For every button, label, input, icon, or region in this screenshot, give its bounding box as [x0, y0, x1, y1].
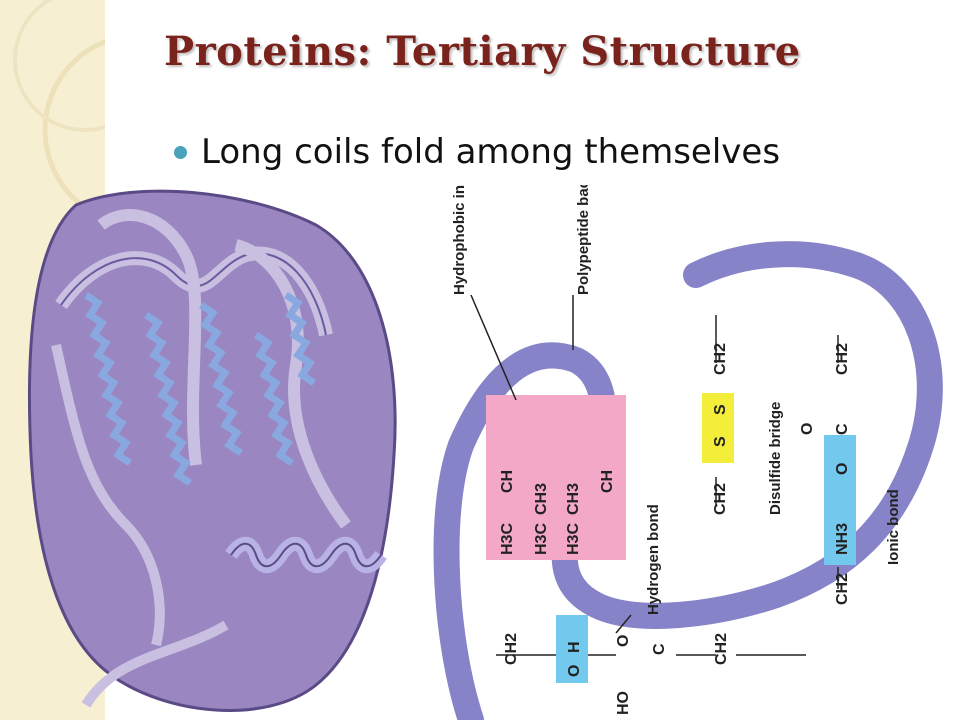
svg-text:S: S	[712, 436, 729, 447]
svg-text:CH3: CH3	[565, 483, 582, 515]
svg-text:CH2: CH2	[712, 483, 729, 515]
svg-text:H3C: H3C	[533, 523, 550, 555]
tertiary-structure-figure: CH CH3 CH3 CH H3C H3C H3C CH2 S S CH2 CH…	[16, 113, 960, 724]
svg-text:H: H	[566, 641, 583, 653]
svg-text:CH2: CH2	[713, 633, 730, 665]
svg-text:CH2: CH2	[503, 633, 520, 665]
hydrogen-bond-box: CH2 O H O C HO CH2	[503, 615, 730, 715]
svg-text:CH2: CH2	[834, 573, 851, 605]
svg-text:S: S	[712, 404, 729, 415]
svg-text:Hydrophobic interactions: Hydrophobic interactions	[451, 185, 468, 295]
svg-text:Hydrogen bond: Hydrogen bond	[645, 504, 662, 615]
svg-text:O: O	[615, 635, 632, 647]
svg-text:O: O	[834, 463, 851, 475]
svg-text:CH3: CH3	[533, 483, 550, 515]
svg-text:O: O	[566, 665, 583, 677]
hydrophobic-interaction-box: CH CH3 CH3 CH H3C H3C H3C	[486, 395, 626, 560]
svg-text:H3C: H3C	[565, 523, 582, 555]
callout-disulfide: Disulfide bridge	[767, 402, 784, 515]
svg-text:CH: CH	[499, 470, 516, 493]
svg-text:CH: CH	[599, 470, 616, 493]
svg-text:CH2: CH2	[712, 343, 729, 375]
bullet-dot-icon	[174, 145, 187, 159]
svg-text:O: O	[799, 423, 816, 435]
disulfide-bridge-box: CH2 S S CH2	[702, 343, 734, 515]
callout-hydrogen: Hydrogen bond	[615, 504, 662, 634]
slide-title: Proteins: Tertiary Structure	[164, 28, 801, 75]
bond-lines	[496, 315, 839, 656]
folded-protein-illustration	[27, 189, 397, 712]
svg-text:H3C: H3C	[499, 523, 516, 555]
bullet-item: Long coils fold among themselves	[174, 132, 780, 172]
polypeptide-backbone	[433, 241, 943, 724]
bullet-text: Long coils fold among themselves	[201, 132, 781, 172]
svg-text:CH2: CH2	[834, 343, 851, 375]
svg-text:C: C	[834, 423, 851, 435]
callout-ionic: Ionic bond	[885, 489, 902, 565]
svg-text:Polypeptide backbone: Polypeptide backbone	[575, 185, 592, 295]
svg-text:HO: HO	[615, 691, 632, 715]
svg-text:C: C	[651, 643, 668, 655]
svg-text:Ionic bond: Ionic bond	[885, 489, 902, 565]
svg-text:NH3: NH3	[834, 523, 851, 555]
callout-backbone: Polypeptide backbone	[572, 136, 592, 350]
svg-text:Disulfide bridge: Disulfide bridge	[767, 402, 784, 515]
